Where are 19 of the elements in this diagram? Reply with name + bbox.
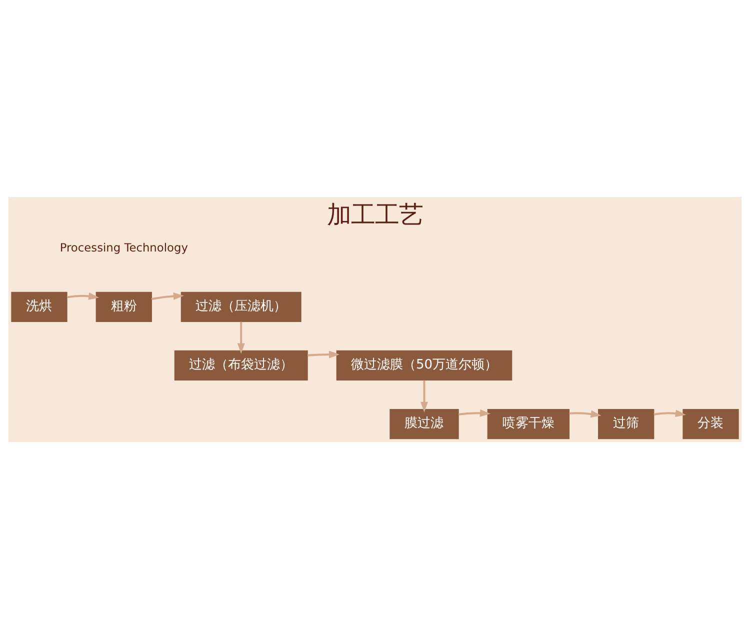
node-box: 喷雾干燥 [487,408,570,439]
diagram-title: 加工工艺 [327,200,423,229]
arrow [420,380,428,412]
arrow [66,292,100,300]
label: Processing Technology [60,240,188,254]
node-box: 过滤（布袋过滤） [174,350,308,380]
node-box: 洗烘 [11,291,68,322]
node-box: 过筛 [598,408,654,439]
arrow [308,350,340,358]
arrow [237,321,245,354]
arrow [151,292,184,300]
node-box: 微过滤膜（50万道尔顿） [336,350,512,380]
arrow [569,410,602,418]
arrow [654,409,686,417]
node-box: 分装 [682,408,739,439]
node-box: 粗粉 [96,291,152,322]
node-box: 膜过滤 [390,408,459,439]
node-box: 过滤（压滤机） [180,291,302,322]
arrow [458,408,491,416]
